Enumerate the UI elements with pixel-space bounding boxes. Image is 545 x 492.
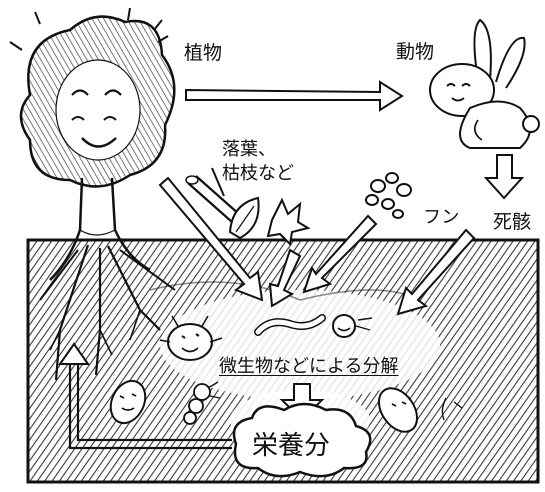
microbe-icon-4 (377, 387, 463, 433)
arrow-plants-to-animals (185, 80, 404, 112)
label-litter: 落葉、 枯枝など (222, 138, 294, 186)
label-litter-line1: 落葉、 (222, 139, 276, 160)
label-litter-line2: 枯枝など (222, 163, 294, 184)
rabbit-icon (429, 18, 540, 149)
label-nutrients: 栄養分 (252, 431, 331, 461)
label-plants: 植物 (184, 42, 223, 64)
return-arrow-to-plants (58, 342, 232, 450)
microbe-icon-5 (183, 381, 221, 425)
arrow-animals-to-carcass (483, 154, 525, 200)
label-feces: フン (423, 207, 460, 228)
label-animals: 動物 (396, 41, 435, 63)
microbe-icon-3 (109, 379, 147, 425)
microbe-icon-2 (332, 314, 373, 338)
worm-icon (254, 314, 326, 336)
leaf-icon (228, 196, 311, 247)
input-arrows (158, 176, 476, 316)
cloud-icon (232, 402, 372, 478)
label-decomposition: 微生物などによる分解 (219, 356, 399, 377)
label-carcass: 死骸 (493, 211, 532, 233)
microbe-icon (159, 315, 223, 361)
twig-icon (185, 167, 241, 223)
tree-icon (9, 7, 176, 381)
feces-icon (365, 172, 412, 219)
